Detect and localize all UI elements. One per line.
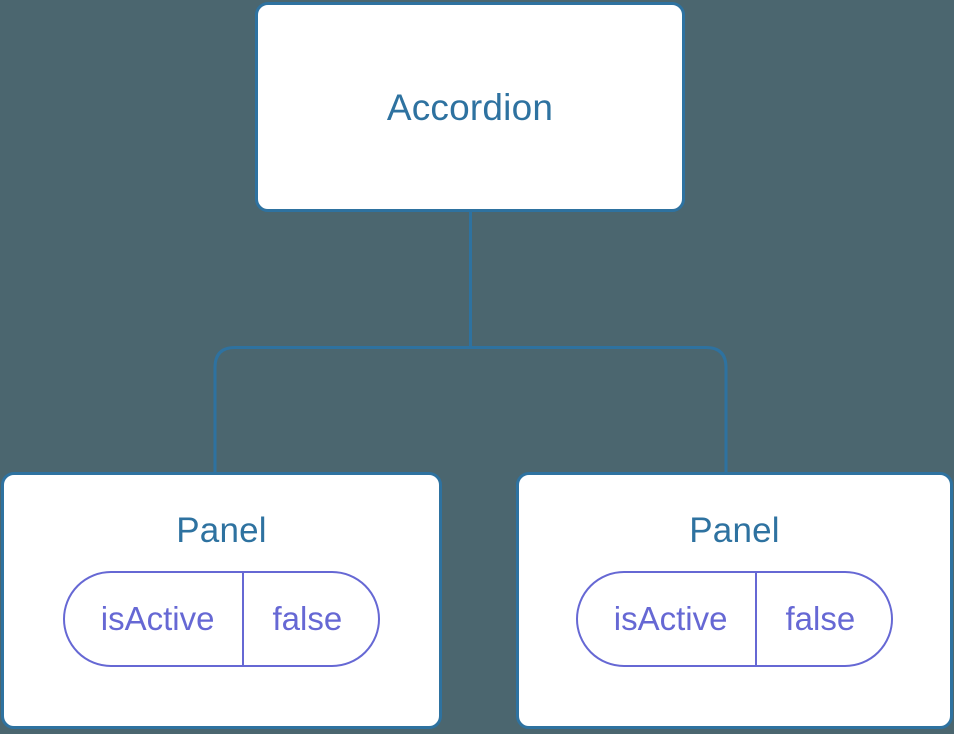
node-panel-left[interactable]: Panel isActive false [1, 472, 442, 729]
node-accordion[interactable]: Accordion [255, 2, 685, 212]
prop-value: false [755, 573, 891, 665]
node-panel-right[interactable]: Panel isActive false [516, 472, 953, 729]
prop-badge-isactive[interactable]: isActive false [62, 571, 381, 667]
node-title: Accordion [386, 86, 554, 128]
edge-root-to-panel-left [213, 346, 471, 474]
node-title: Panel [176, 511, 267, 550]
edge-root-to-panel-right [470, 346, 728, 474]
prop-value: false [242, 573, 378, 665]
prop-key: isActive [613, 600, 728, 637]
prop-key: isActive [100, 600, 215, 637]
node-title: Panel [689, 511, 780, 550]
prop-badge-isactive[interactable]: isActive false [575, 571, 894, 667]
